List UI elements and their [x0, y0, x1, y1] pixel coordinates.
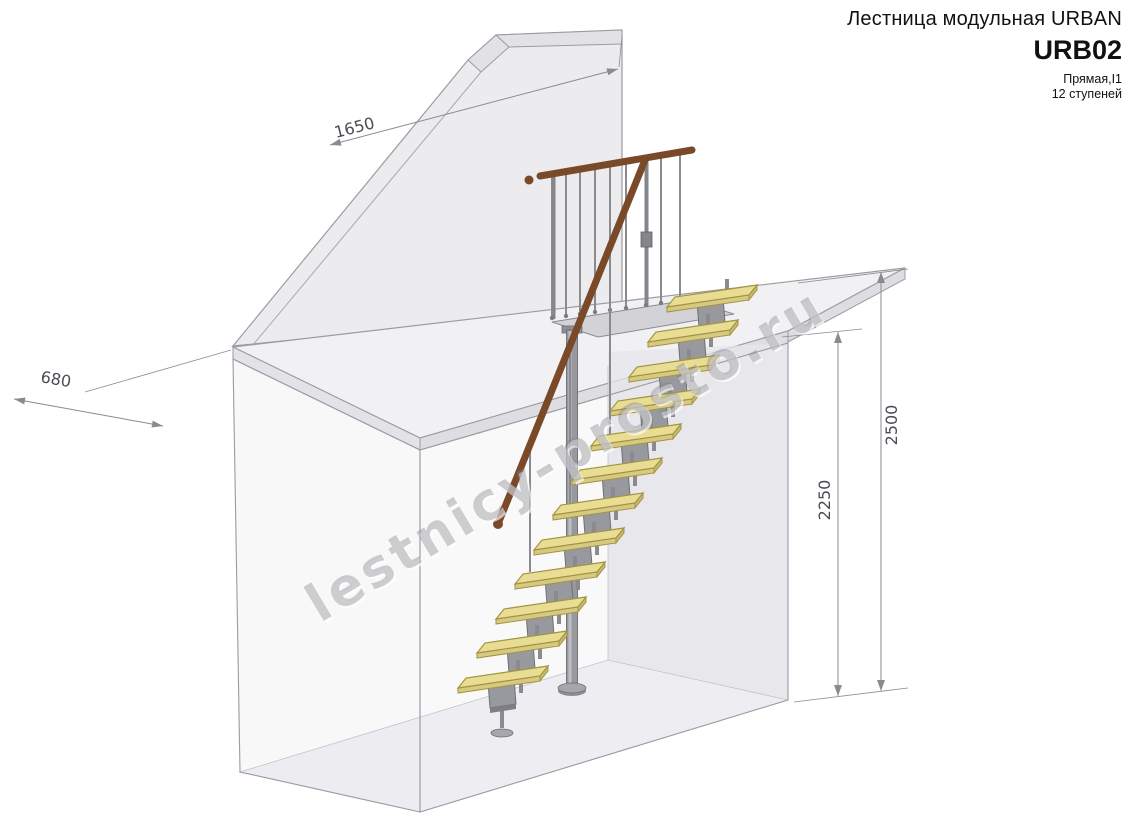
dim-extension: [618, 35, 623, 68]
steps-count: 12 ступеней: [1051, 87, 1122, 101]
handrail-end-cap: [524, 175, 534, 185]
platform-edge-back-right: [787, 267, 906, 343]
post-mounting-plate: [640, 231, 653, 248]
dimension-2500: 2500: [793, 268, 909, 703]
handrail-sloped: [494, 156, 649, 528]
model-code: URB02: [1033, 35, 1122, 65]
dim-arrow: [877, 272, 885, 283]
wall-inner-edge: [246, 71, 482, 353]
back-wall: [231, 29, 623, 353]
dim-label-680: 680: [39, 367, 72, 391]
wall-top-face: [494, 29, 623, 48]
dimension-2250: 2250: [781, 328, 863, 696]
dim-extension: [797, 268, 909, 284]
title-block: Лестница модульная URBAN URB02 Прямая,I1…: [847, 8, 1122, 101]
dim-extension: [781, 328, 863, 338]
dimension-680: 680: [13, 349, 232, 428]
dim-extension: [84, 349, 232, 393]
handrail-bottom-cap: [493, 519, 503, 529]
dim-arrow: [151, 420, 163, 428]
dim-label-2500: 2500: [882, 405, 901, 446]
dim-arrow: [606, 68, 618, 76]
balustrade: [524, 146, 696, 321]
dim-arrow: [877, 680, 885, 691]
dim-arrow: [14, 397, 26, 405]
product-title: Лестница модульная URBAN: [847, 8, 1122, 30]
stair-base-plate: [490, 728, 514, 738]
column-base-flange: [557, 682, 587, 694]
dim-arrow: [834, 332, 842, 343]
newel-post-left: [552, 175, 556, 319]
dim-arrow: [834, 685, 842, 696]
dim-line: [13, 398, 164, 427]
dim-extension: [793, 687, 909, 703]
staircase: [457, 278, 758, 738]
stair-type: Прямая,I1: [1063, 72, 1122, 86]
dim-label-1650: 1650: [332, 113, 376, 142]
dim-label-2250: 2250: [815, 480, 834, 521]
stair-handrail: [493, 156, 649, 572]
dim-arrow: [330, 138, 342, 146]
handrail-top: [536, 146, 696, 180]
dim-line: [329, 68, 619, 146]
